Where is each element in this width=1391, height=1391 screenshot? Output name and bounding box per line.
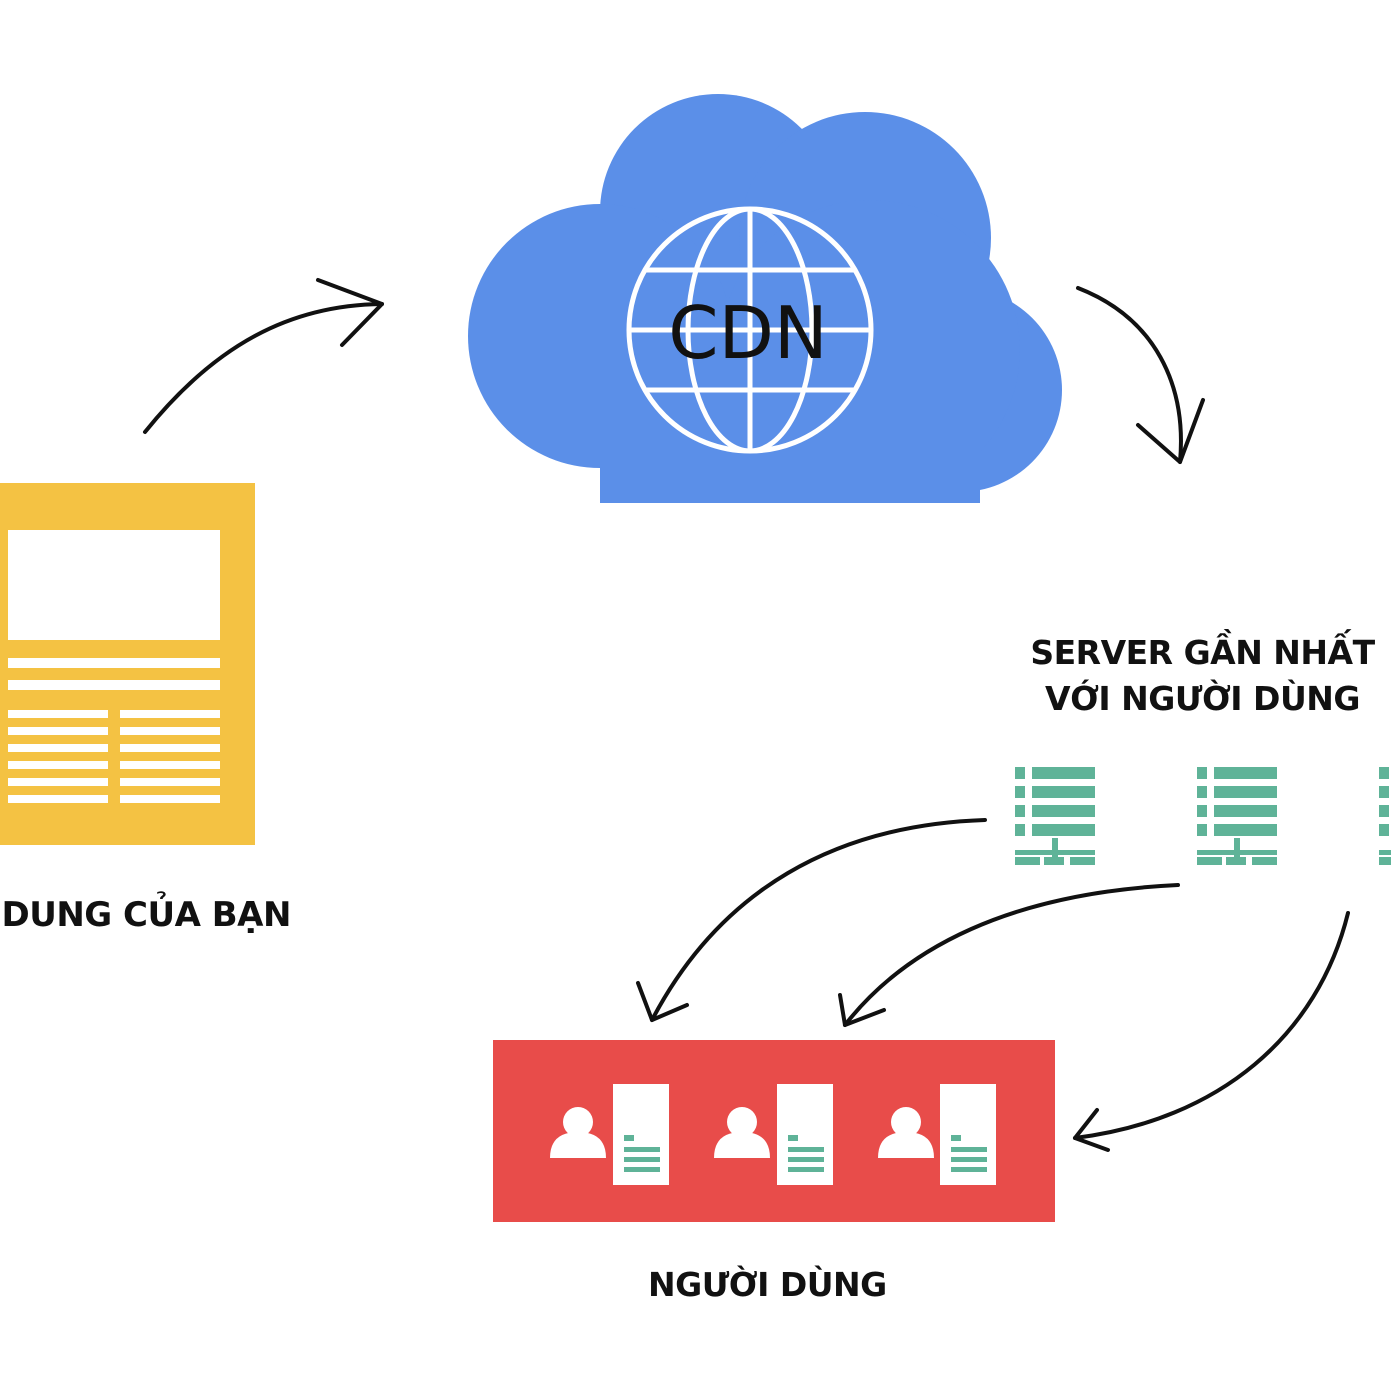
server-group	[1015, 767, 1391, 865]
arrow-icon	[1076, 286, 1205, 464]
user-icon	[714, 1107, 770, 1158]
cdn-cloud: CDN	[468, 94, 1062, 503]
users-panel	[493, 1040, 1055, 1222]
document-icon	[777, 1084, 833, 1185]
user-icon	[878, 1107, 934, 1158]
server-icon	[1379, 767, 1391, 865]
user-card	[878, 1084, 996, 1185]
globe-icon	[626, 206, 874, 454]
user-card	[714, 1084, 833, 1185]
document-icon	[613, 1084, 669, 1185]
document-icon	[940, 1084, 996, 1185]
server-icon	[1197, 767, 1277, 865]
arrow-icon	[636, 818, 987, 1022]
user-icon	[550, 1107, 606, 1158]
arrow-icon	[1073, 911, 1350, 1152]
content-label: I DUNG CỦA BẠN	[0, 895, 291, 935]
server-label-line2: VỚI NGƯỜI DÙNG	[1045, 679, 1360, 718]
arrow-icon	[143, 278, 384, 434]
server-icon	[1015, 767, 1095, 865]
arrow-icon	[838, 883, 1180, 1027]
document-icon	[0, 483, 255, 845]
users-label: NGƯỜI DÙNG	[648, 1265, 887, 1304]
cloud-label: CDN	[668, 291, 828, 375]
server-label: SERVER GẦN NHẤT VỚI NGƯỜI DÙNG	[1030, 630, 1375, 722]
server-label-line1: SERVER GẦN NHẤT	[1030, 633, 1375, 672]
user-card	[550, 1084, 669, 1185]
